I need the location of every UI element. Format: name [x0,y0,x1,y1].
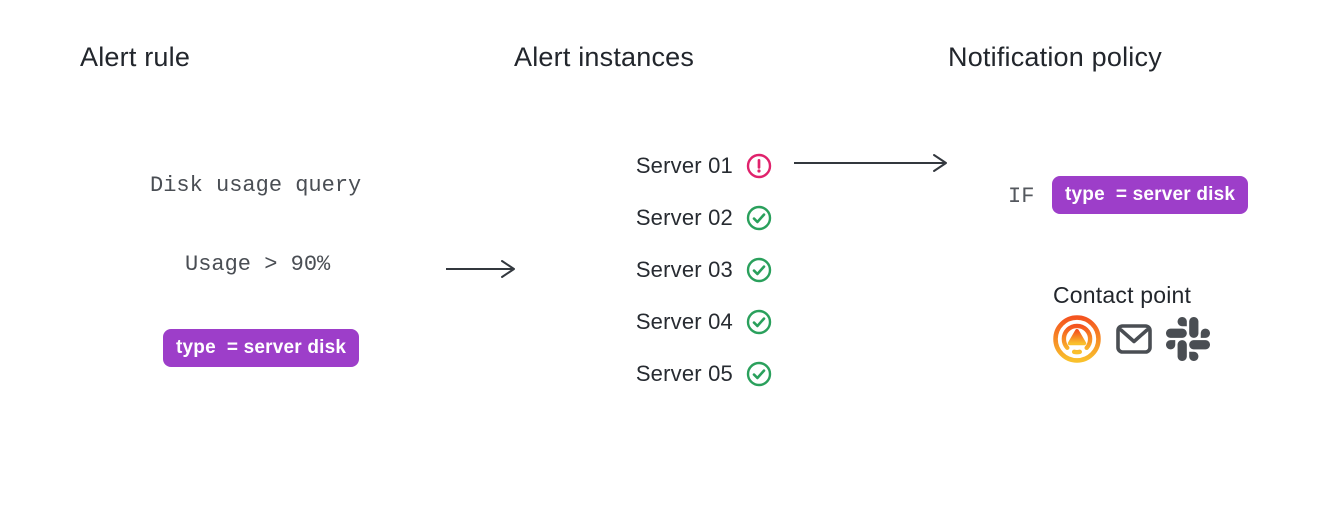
policy-matcher-badge: type = server disk [1052,176,1249,214]
arrow-rule-to-instances [446,260,515,278]
matcher-if-label: IF [1008,184,1035,209]
usage-condition-label: Usage > 90% [185,252,331,277]
server-name: Server 01 [635,153,733,178]
contact-point-label: Contact point [1053,282,1192,308]
email-icon [1116,324,1152,354]
server-row: Server 02 [600,204,772,232]
arrow-instance-to-policy [794,154,947,172]
rule-label-badge: type = server disk [163,329,360,367]
disk-usage-query-label: Disk usage query [150,173,362,198]
server-name: Server 02 [635,205,733,230]
server-name: Server 03 [635,257,733,282]
server-name: Server 05 [635,361,733,386]
ok-check-icon [746,361,772,387]
server-row: Server 04 [600,308,772,336]
ok-check-icon [746,309,772,335]
ok-check-icon [746,257,772,283]
ok-check-icon [746,205,772,231]
grafana-alerting-icon [1053,315,1101,363]
firing-alert-icon [746,153,772,179]
server-row: Server 01 [600,152,772,180]
server-name: Server 04 [635,309,733,334]
alert-instances-title: Alert instances [514,42,695,72]
server-row: Server 05 [600,360,772,388]
server-row: Server 03 [600,256,772,284]
alert-rule-title: Alert rule [80,42,191,72]
slack-icon [1166,317,1210,361]
notification-policy-title: Notification policy [948,42,1162,72]
contact-point-icons [1052,314,1210,364]
